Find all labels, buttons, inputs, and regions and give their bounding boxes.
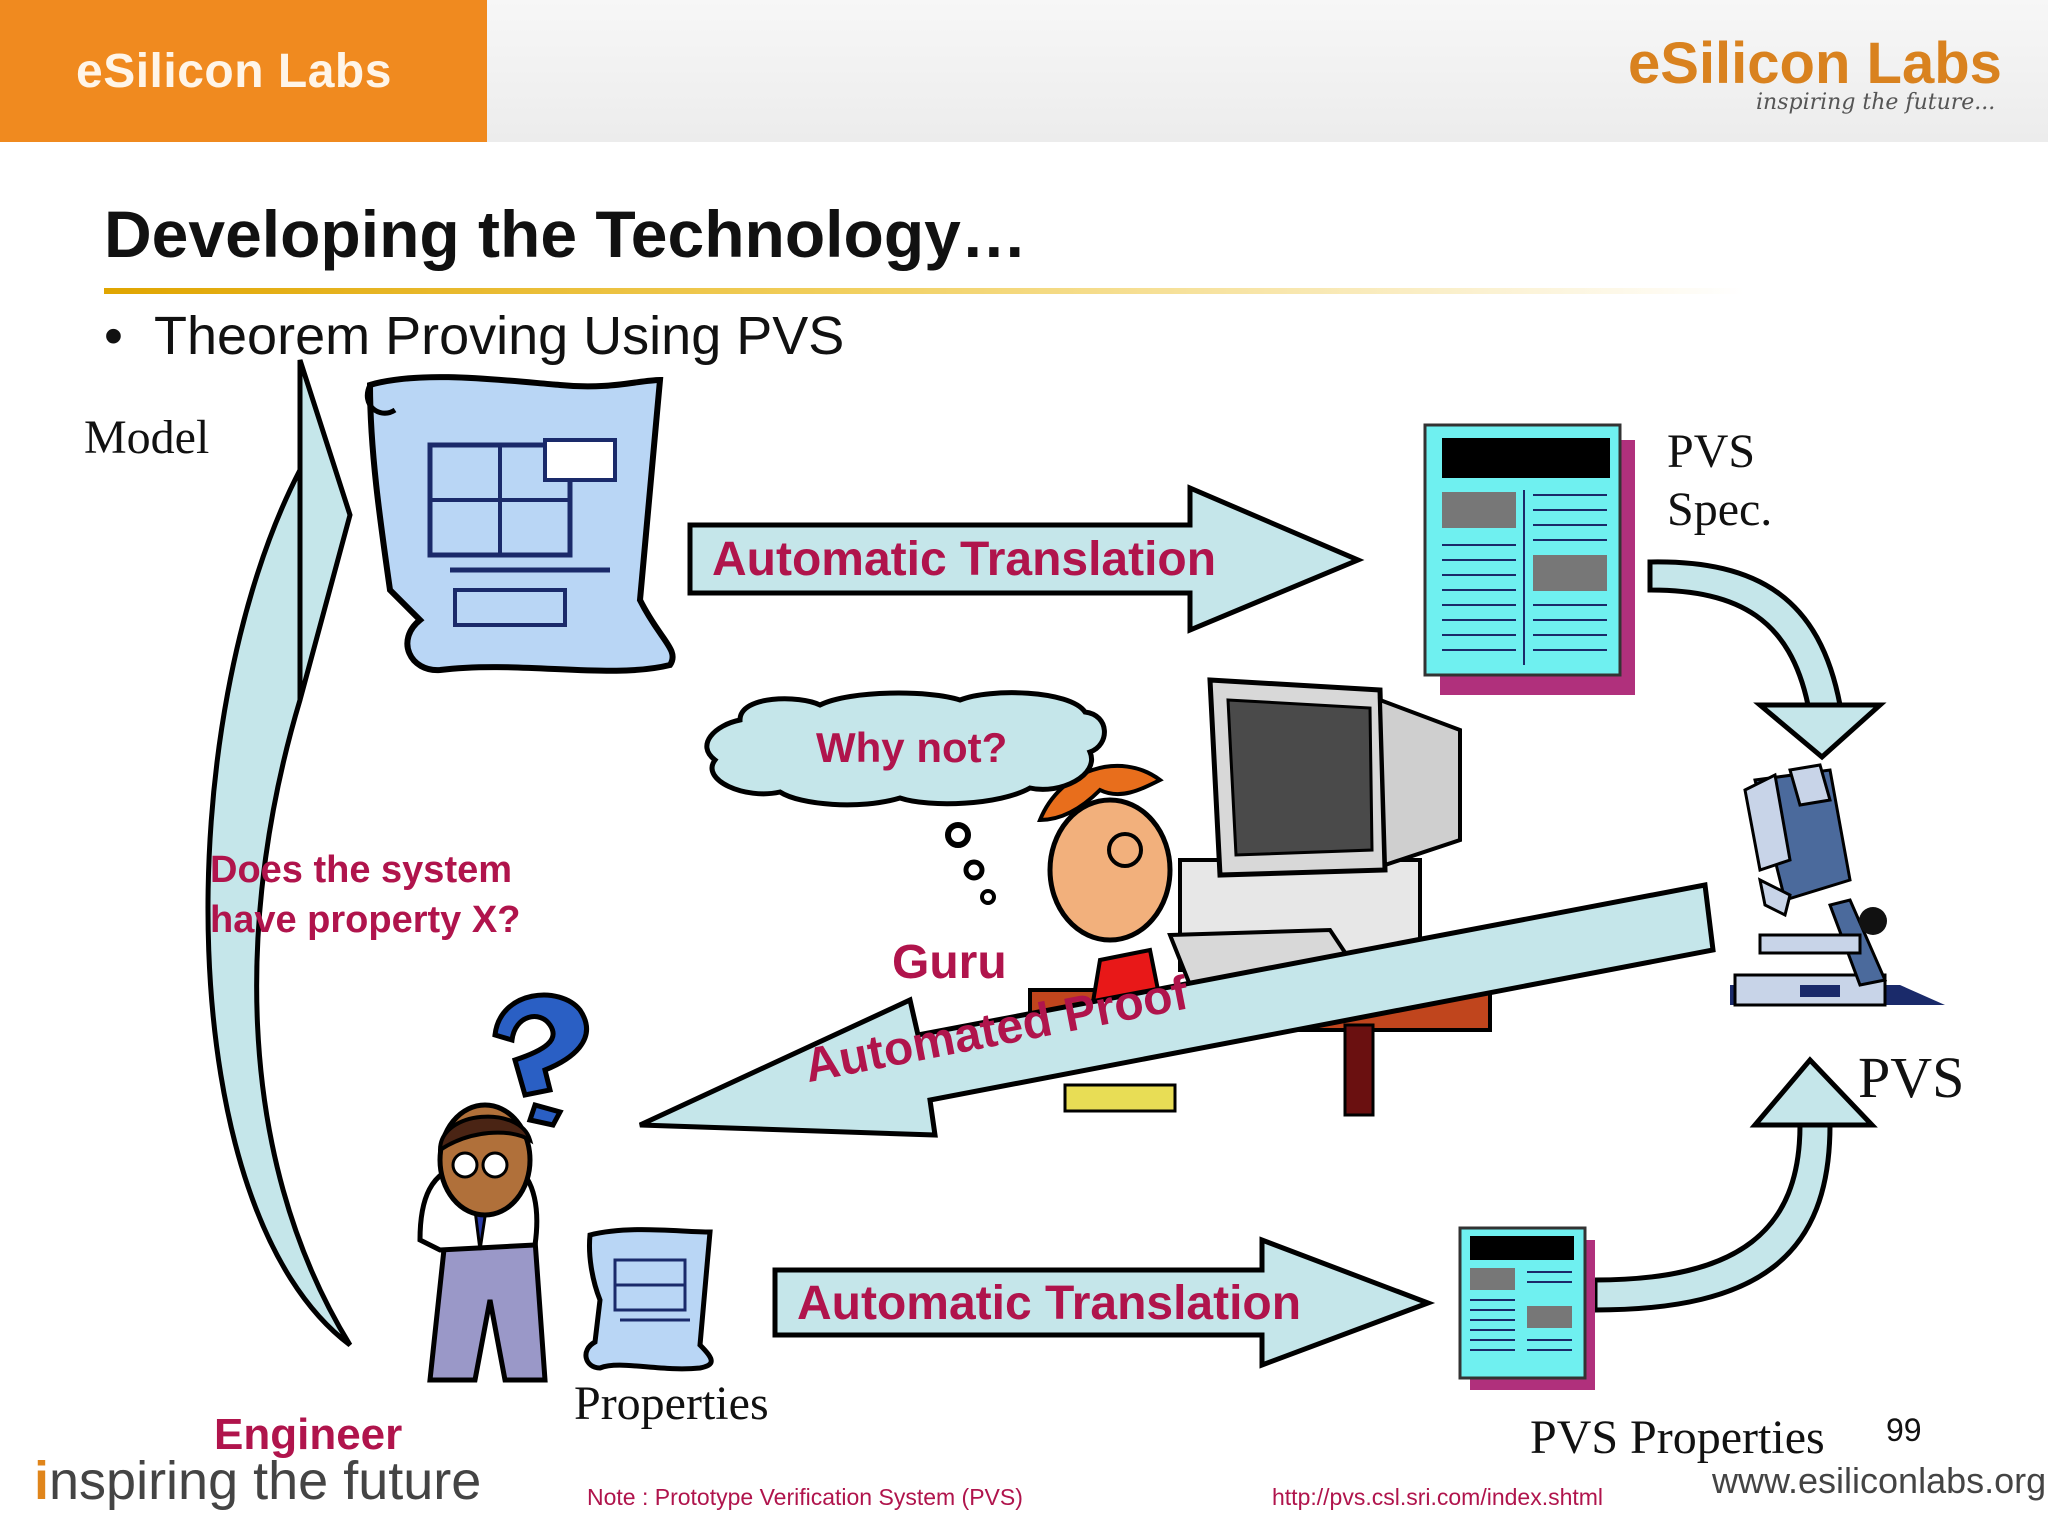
thought-bubble-text: Why not? — [816, 724, 1008, 771]
bullet-text: Theorem Proving Using PVS — [154, 306, 845, 366]
logo-wordmark: eSilicon Labs — [1628, 31, 2002, 96]
pvs-properties-label: PVS Properties — [1530, 1411, 1825, 1464]
footer-note: Note : Prototype Verification System (PV… — [587, 1484, 1023, 1510]
tagline-rest: nspiring the future — [49, 1451, 482, 1511]
bottom-translation-arrow — [772, 1236, 1436, 1369]
model-label: Model — [84, 411, 210, 464]
bullet-dot: • — [104, 306, 123, 366]
properties-blueprint-icon — [583, 1227, 714, 1372]
model-blueprint-icon — [364, 374, 676, 674]
pvs-spec-label-line2: Spec. — [1667, 483, 1773, 536]
brand-tab: eSilicon Labs — [0, 0, 487, 142]
engineer-figure — [417, 1102, 548, 1383]
thought-bubble — [704, 690, 1107, 905]
question-label-line2: have property X? — [210, 899, 521, 941]
guru-label: Guru — [892, 936, 1007, 989]
bullet-item: • Theorem Proving Using PVS — [104, 305, 844, 367]
page-title: Developing the Technology… — [104, 197, 1027, 271]
pvs-spec-label: PVS Spec. — [1667, 423, 1772, 539]
question-label: Does the system have property X? — [210, 845, 520, 945]
pvs-properties-document-icon — [1458, 1226, 1595, 1390]
left-curved-arrow — [205, 359, 353, 1347]
pvs-microscope-icon — [1730, 763, 1945, 1007]
pvs-spec-label-line1: PVS — [1667, 425, 1756, 478]
tagline-initial: i — [34, 1451, 50, 1511]
properties-label: Properties — [574, 1377, 769, 1430]
footer-website[interactable]: www.esiliconlabs.org — [1712, 1460, 2047, 1501]
title-underline — [104, 288, 1744, 294]
page-number: 99 — [1886, 1412, 1922, 1448]
pvs-label: PVS — [1858, 1045, 1965, 1110]
props-to-pvs-arrow — [1592, 1056, 1878, 1313]
brand-tab-text: eSilicon Labs — [76, 45, 392, 98]
top-translation-arrow — [687, 484, 1365, 634]
footer-url-link[interactable]: http://pvs.csl.sri.com/index.shtml — [1272, 1484, 1604, 1510]
automated-proof-arrow — [638, 882, 1716, 1138]
question-label-line1: Does the system — [210, 849, 513, 891]
pvs-spec-document-icon — [1423, 423, 1635, 695]
question-mark-icon — [492, 992, 589, 1128]
esilicon-logo: eSilicon Labs inspiring the future... — [1628, 30, 2008, 125]
bottom-arrow-label: Automatic Translation — [797, 1277, 1302, 1330]
logo-tagline: inspiring the future... — [1756, 90, 1996, 115]
footer-tagline: inspiring the future — [34, 1450, 481, 1512]
spec-to-pvs-arrow — [1647, 559, 1887, 761]
top-arrow-label: Automatic Translation — [712, 533, 1217, 586]
engineer-label: Engineer — [214, 1410, 403, 1459]
